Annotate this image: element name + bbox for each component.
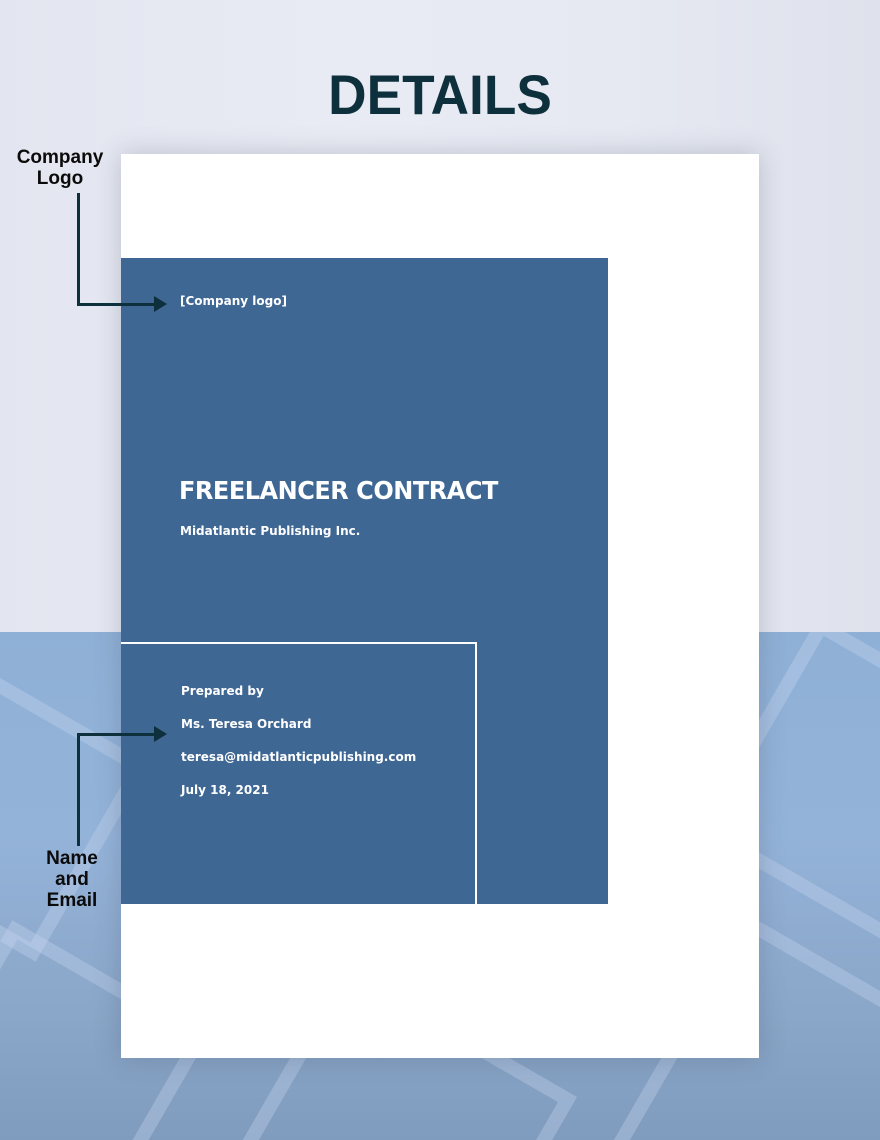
preparer-email: teresa@midatlanticpublishing.com (181, 750, 417, 764)
name-email-callout-label: Name and Email (22, 848, 122, 911)
callout-line (77, 193, 80, 306)
document-title: FREELANCER CONTRACT (179, 476, 498, 505)
preparer-name: Ms. Teresa Orchard (181, 717, 312, 731)
callout-line (77, 733, 155, 736)
callout-text: Name (46, 848, 98, 869)
company-logo-callout-label: Company Logo (4, 147, 116, 189)
callout-text: and (55, 869, 89, 890)
callout-text: Email (46, 890, 98, 911)
document-date: July 18, 2021 (181, 783, 269, 797)
company-logo-placeholder: [Company logo] (180, 294, 287, 308)
prepared-by-frame: Prepared by Ms. Teresa Orchard teresa@mi… (121, 642, 477, 906)
page-title: DETAILS (328, 63, 552, 126)
callout-line (77, 303, 155, 306)
cover-block: [Company logo] FREELANCER CONTRACT Midat… (121, 258, 608, 906)
arrow-right-icon (154, 726, 167, 742)
callout-text: Company (16, 147, 104, 168)
document-page: [Company logo] FREELANCER CONTRACT Midat… (121, 154, 759, 1058)
callout-text: Logo (36, 168, 84, 189)
company-name: Midatlantic Publishing Inc. (180, 524, 361, 538)
callout-line (77, 733, 80, 846)
arrow-right-icon (154, 296, 167, 312)
prepared-by-label: Prepared by (181, 684, 264, 698)
